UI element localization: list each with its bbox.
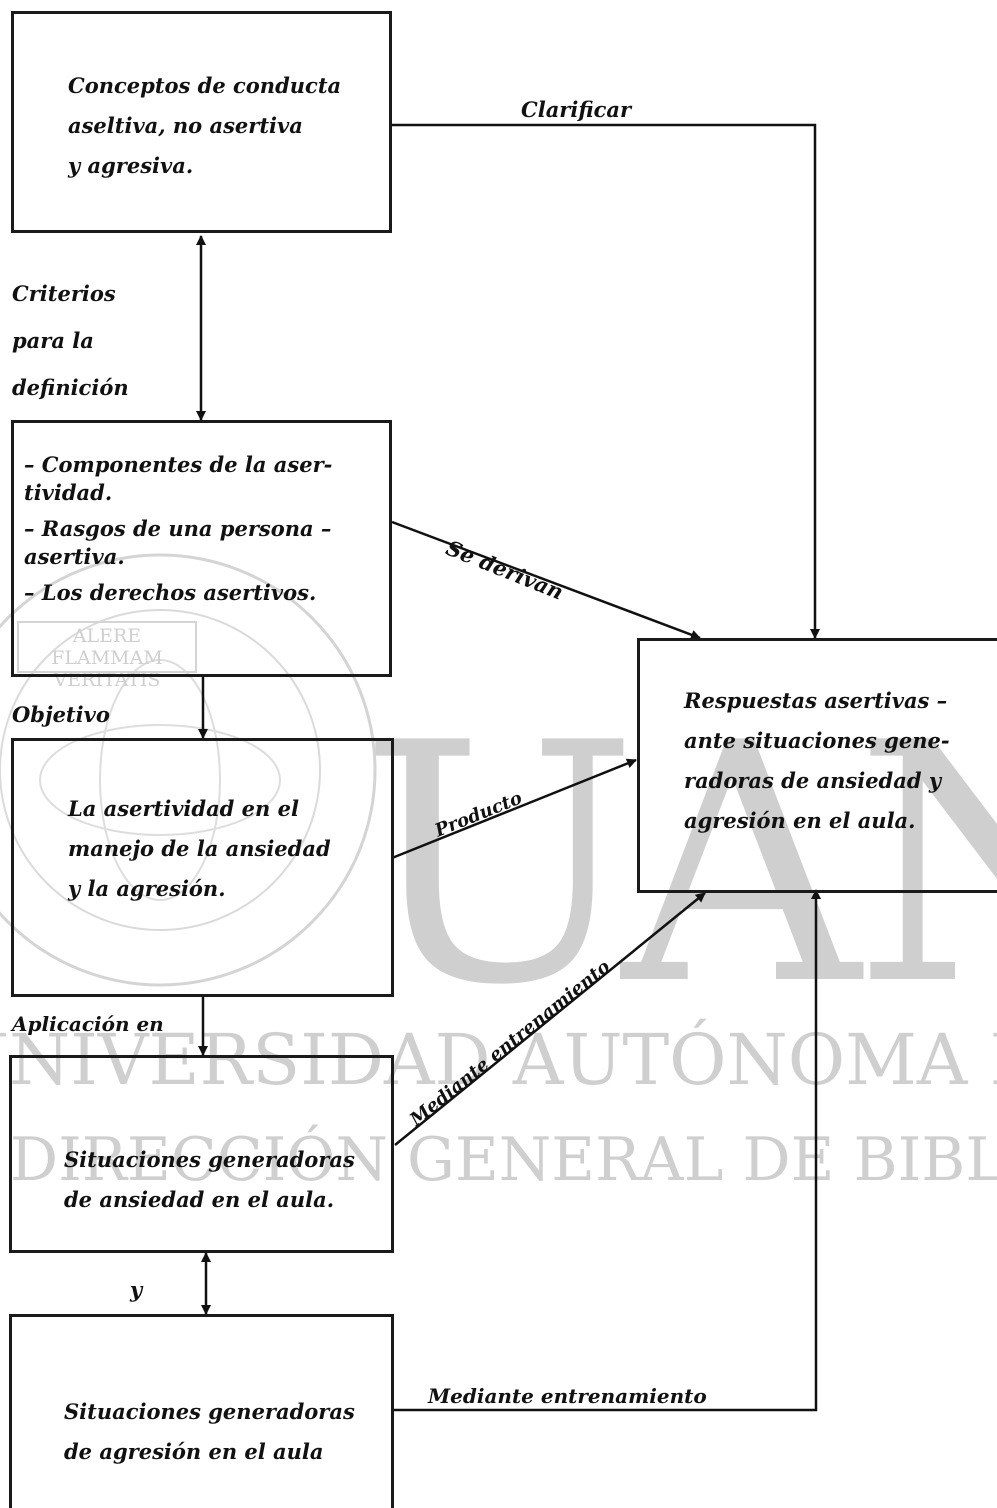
derive-connector — [391, 520, 701, 640]
anxiety-text: Situaciones generadoras de ansiedad en e… — [64, 1147, 355, 1212]
components-item: – Los derechos asertivos. — [24, 580, 317, 605]
anxiety-box: Situaciones generadoras de ansiedad en e… — [9, 1055, 394, 1253]
management-box: La asertividad en el manejo de la ansied… — [11, 738, 394, 997]
responses-text: Respuestas asertivas – ante situaciones … — [684, 688, 950, 833]
criteria-label: Criterios para la definición — [12, 281, 129, 400]
application-label: Aplicación en — [12, 1012, 164, 1036]
management-text: La asertividad en el manejo de la ansied… — [68, 796, 331, 901]
aggression-text: Situaciones generadoras de agresión en e… — [64, 1399, 355, 1464]
training-diagonal-connector — [394, 892, 706, 1146]
clarify-label: Clarificar — [521, 97, 632, 122]
components-item: – Rasgos de una persona – asertiva. — [24, 516, 332, 569]
concepts-text: Conceptos de conducta aseltiva, no asert… — [68, 73, 342, 178]
aggression-box: Situaciones generadoras de agresión en e… — [9, 1314, 394, 1508]
concepts-box: Conceptos de conducta aseltiva, no asert… — [11, 11, 392, 233]
and-label: y — [130, 1277, 143, 1302]
components-item: – Componentes de la aser- tividad. — [24, 452, 333, 505]
components-box: – Componentes de la aser- tividad. – Ras… — [11, 420, 392, 677]
components-list: – Componentes de la aser- tividad. – Ras… — [24, 451, 332, 615]
watermark-line-library: DIRECCIÓN GENERAL DE BIBLIOTECAS — [10, 1125, 997, 1195]
objective-label: Objetivo — [12, 702, 110, 727]
clarify-connector — [392, 123, 820, 639]
produce-connector — [391, 758, 637, 860]
training-bottom-connector — [392, 889, 821, 1412]
watermark-big-letters: UANL — [360, 673, 997, 1057]
responses-box: Respuestas asertivas – ante situaciones … — [637, 638, 997, 893]
training-bottom-label: Mediante entrenamiento — [428, 1384, 707, 1408]
